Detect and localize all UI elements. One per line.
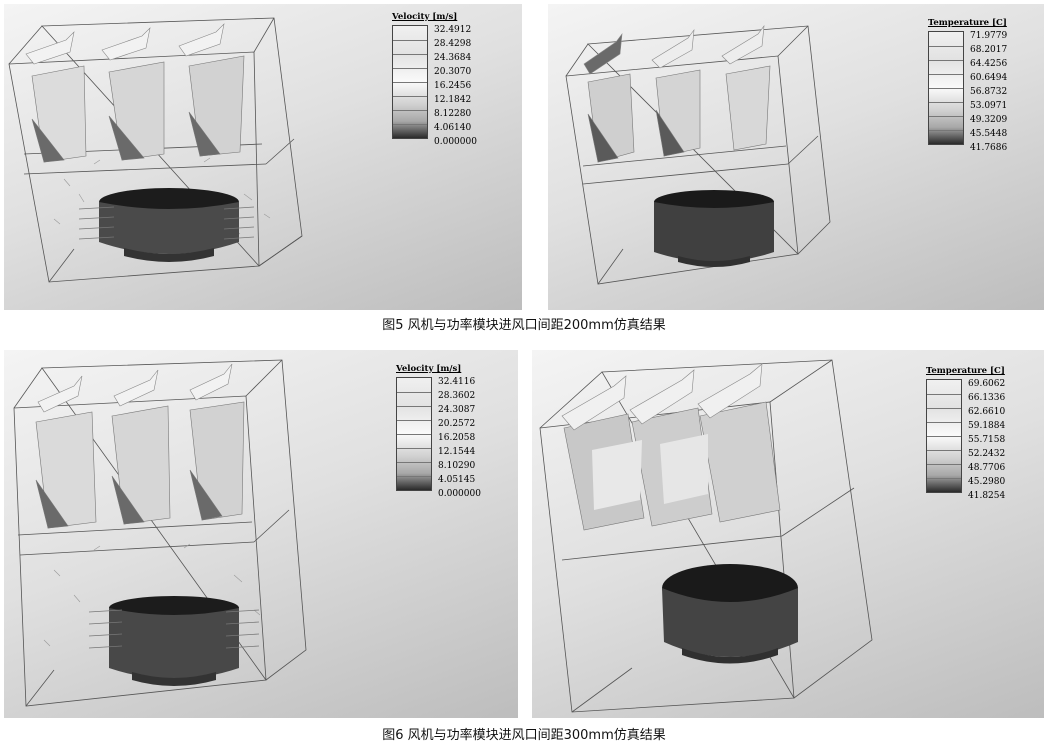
legend-title: Velocity [m/s] [392, 12, 458, 22]
legend-tick: 59.1884 [968, 421, 1006, 431]
fig5-velocity-legend: Velocity [m/s] 32.4912 28.4298 24.3684 2… [392, 12, 502, 147]
legend-tick: 56.8732 [970, 87, 1008, 97]
legend-tick: 8.12280 [434, 109, 472, 119]
color-scale-bar [396, 377, 432, 491]
legend-title: Temperature [C] [928, 18, 1007, 28]
legend-tick: 69.6062 [968, 379, 1006, 389]
legend-tick: 71.9779 [970, 31, 1008, 41]
legend-tick: 32.4116 [438, 377, 476, 387]
legend-tick: 0.000000 [438, 489, 481, 499]
fig5-temperature-legend: Temperature [C] 71.9779 68.2017 64.4256 … [928, 18, 1038, 153]
fig5-temperature-panel: Temperature [C] 71.9779 68.2017 64.4256 … [548, 4, 1044, 310]
legend-tick: 4.05145 [438, 475, 476, 485]
fig5-velocity-model-render [8, 17, 303, 283]
fig6-temperature-legend: Temperature [C] 69.6062 66.1336 62.6610 … [926, 366, 1036, 501]
legend-title: Temperature [C] [926, 366, 1005, 376]
legend-tick: 49.3209 [970, 115, 1008, 125]
legend-tick: 64.4256 [970, 59, 1008, 69]
legend-tick: 48.7706 [968, 463, 1006, 473]
color-scale-bar [926, 379, 962, 493]
fig5-velocity-panel: Velocity [m/s] 32.4912 28.4298 24.3684 2… [4, 4, 522, 310]
fig6-velocity-legend: Velocity [m/s] 32.4116 28.3602 24.3087 2… [396, 364, 506, 499]
legend-tick: 45.2980 [968, 477, 1006, 487]
fig6-temperature-panel: Temperature [C] 69.6062 66.1336 62.6610 … [532, 350, 1044, 718]
legend-tick: 20.2572 [438, 419, 476, 429]
legend-tick: 60.6494 [970, 73, 1008, 83]
fig6-velocity-model-render [13, 359, 307, 707]
figure-5-caption: 图5 风机与功率模块进风口间距200mm仿真结果 [382, 318, 666, 333]
legend-tick: 45.5448 [970, 129, 1008, 139]
legend-tick: 16.2456 [434, 81, 472, 91]
legend-tick: 12.1842 [434, 95, 472, 105]
fig6-velocity-panel: Velocity [m/s] 32.4116 28.3602 24.3087 2… [4, 350, 518, 718]
legend-title: Velocity [m/s] [396, 364, 462, 374]
legend-tick: 24.3087 [438, 405, 476, 415]
legend-tick: 52.2432 [968, 449, 1006, 459]
legend-tick: 20.3070 [434, 67, 472, 77]
legend-tick: 68.2017 [970, 45, 1008, 55]
legend-tick: 8.10290 [438, 461, 476, 471]
legend-tick: 53.0971 [970, 101, 1008, 111]
legend-tick: 12.1544 [438, 447, 476, 457]
legend-tick: 0.000000 [434, 137, 477, 147]
fig6-temperature-model-render [539, 359, 873, 713]
legend-tick: 32.4912 [434, 25, 472, 35]
legend-tick: 66.1336 [968, 393, 1006, 403]
legend-tick: 28.3602 [438, 391, 476, 401]
legend-tick: 55.7158 [968, 435, 1006, 445]
fig5-temperature-model-render [565, 24, 831, 285]
legend-tick: 41.8254 [968, 491, 1006, 501]
legend-tick: 62.6610 [968, 407, 1006, 417]
legend-tick: 41.7686 [970, 143, 1008, 153]
legend-tick: 16.2058 [438, 433, 476, 443]
legend-tick: 28.4298 [434, 39, 472, 49]
legend-tick: 24.3684 [434, 53, 472, 63]
color-scale-bar [392, 25, 428, 139]
legend-tick: 4.06140 [434, 123, 472, 133]
figure-6-caption: 图6 风机与功率模块进风口间距300mm仿真结果 [382, 728, 666, 743]
color-scale-bar [928, 31, 964, 145]
